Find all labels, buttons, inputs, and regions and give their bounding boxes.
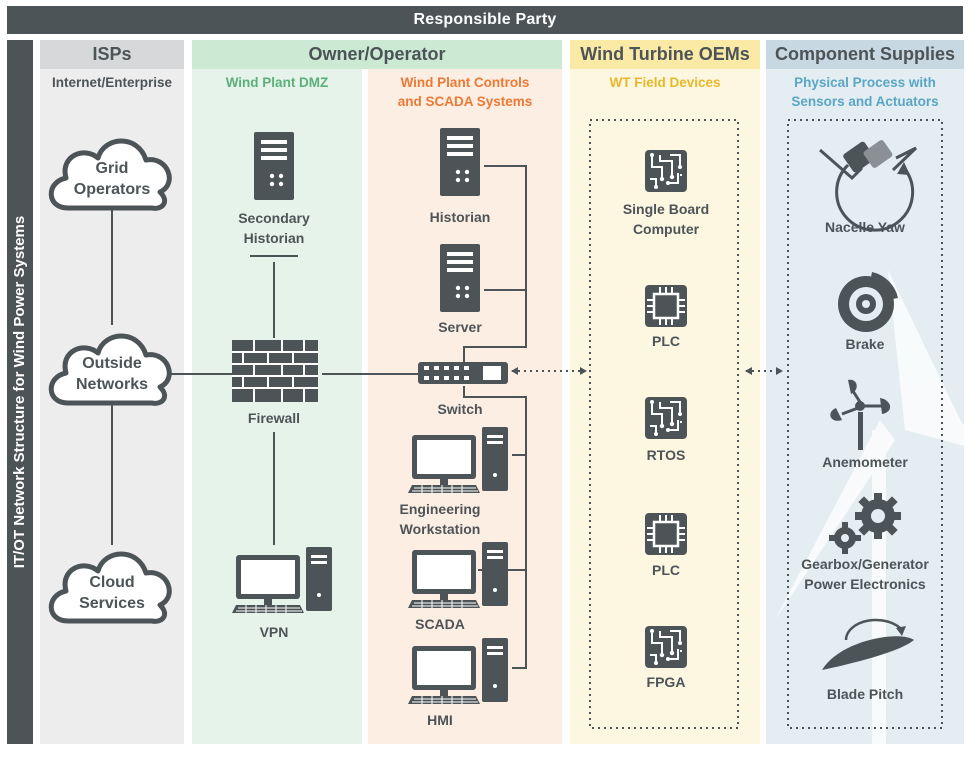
connection-lines	[111, 165, 527, 669]
nacelle-yaw-label: Nacelle Yaw	[825, 219, 905, 235]
hmi-workstation-icon	[407, 637, 509, 705]
plc-chip-icon-2	[643, 511, 689, 557]
engineering-workstation-icon	[407, 426, 509, 494]
brake-icon	[838, 272, 898, 332]
historian-server-icon	[440, 128, 480, 196]
scada-workstation-icon	[407, 541, 509, 609]
scada-label: SCADA	[415, 616, 465, 632]
plc-label-2: PLC	[652, 562, 680, 578]
fpga-board-icon	[644, 625, 688, 669]
controls-subtitle-line1: Wind Plant Controls	[400, 75, 530, 90]
gearbox-gears-icon	[829, 493, 901, 554]
isps-subtitle: Internet/Enterprise	[51, 75, 173, 90]
dmz-subtitle: Wind Plant DMZ	[225, 75, 329, 90]
oems-subtitle: WT Field Devices	[609, 75, 721, 90]
anemometer-icon	[830, 379, 891, 450]
plc-label-1: PLC	[652, 333, 680, 349]
supplies-subtitle-line2: Sensors and Actuators	[791, 94, 939, 109]
rtos-label: RTOS	[646, 447, 686, 463]
isps-header: ISPs	[40, 40, 184, 69]
switch-icon	[418, 362, 508, 384]
fpga-label: FPGA	[646, 674, 686, 690]
controls-subtitle-line2: and SCADA Systems	[397, 94, 533, 109]
firewall-icon	[232, 340, 318, 402]
anemometer-label: Anemometer	[822, 454, 908, 470]
firewall-label: Firewall	[247, 410, 301, 426]
single-board-computer-icon	[644, 149, 688, 193]
vpn-workstation-icon	[231, 546, 333, 614]
side-title-bar	[7, 40, 33, 744]
dotted-links	[512, 119, 943, 729]
historian-label: Historian	[429, 209, 491, 225]
brake-label: Brake	[845, 336, 885, 352]
server-label: Server	[438, 319, 482, 335]
vpn-label: VPN	[259, 624, 289, 640]
owner-header: Owner/Operator	[192, 40, 562, 69]
supplies-subtitle-line1: Physical Process with	[794, 75, 936, 90]
dotted-link-arrows	[511, 367, 783, 375]
blade-pitch-icon	[822, 618, 914, 670]
plc-chip-icon	[643, 283, 689, 329]
server-icon	[440, 244, 480, 312]
blade-pitch-label: Blade Pitch	[826, 686, 904, 702]
oems-header: Wind Turbine OEMs	[570, 40, 760, 69]
nacelle-yaw-icon	[819, 140, 918, 232]
hmi-label: HMI	[427, 712, 453, 728]
rtos-board-icon	[644, 396, 688, 440]
responsible-party-bar: Responsible Party	[7, 6, 963, 34]
supplies-header: Component Supplies	[766, 40, 964, 69]
switch-label: Switch	[437, 401, 483, 417]
secondary-historian-server-icon	[254, 132, 294, 200]
